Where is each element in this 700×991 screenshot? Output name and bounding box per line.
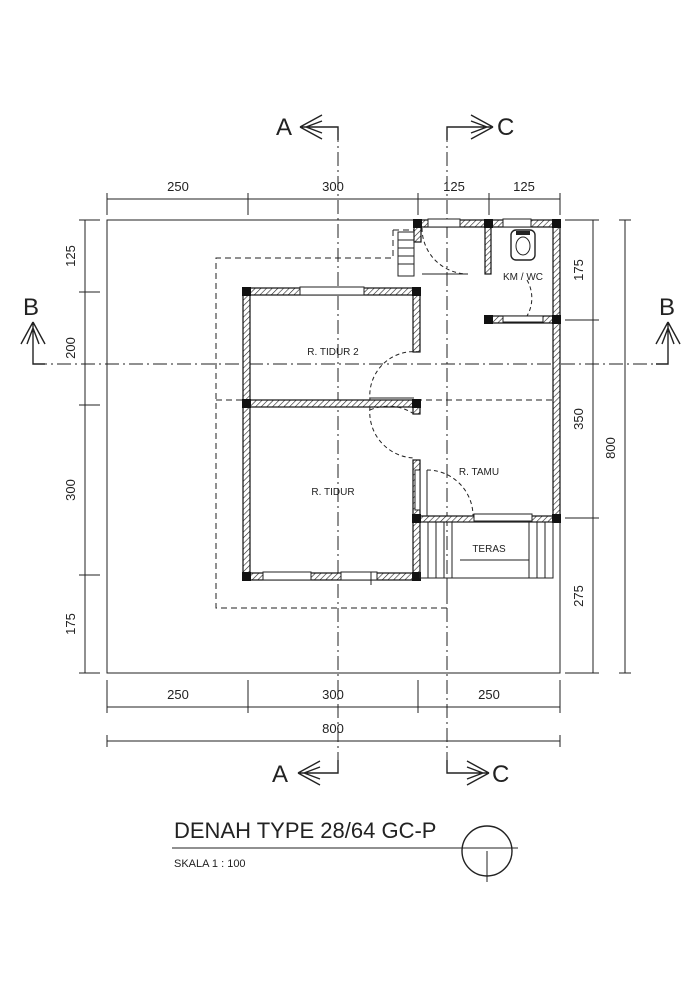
section-marker-b-left: B [20, 294, 46, 365]
doors [369, 227, 533, 585]
dimension-bottom: 250 300 250 800 [106, 680, 561, 747]
dim-top-3: 125 [443, 179, 465, 194]
dim-top-4: 125 [513, 179, 535, 194]
toilet-icon [510, 229, 536, 261]
dim-top-1: 250 [167, 179, 189, 194]
columns [242, 219, 561, 581]
section-marker-b-right: B [655, 294, 681, 365]
section-marker-c-bottom: C [446, 760, 509, 788]
room-label-bathroom: KM / WC [503, 272, 543, 283]
dim-left-2: 200 [63, 337, 78, 359]
dim-bottom-2: 300 [322, 687, 344, 702]
svg-text:A: A [276, 114, 292, 141]
dim-top-2: 300 [322, 179, 344, 194]
section-marker-a-top: A [276, 114, 339, 141]
dim-right-3: 275 [571, 585, 586, 607]
windows [262, 218, 544, 581]
dim-bottom-3: 250 [478, 687, 500, 702]
dim-right-2: 350 [571, 408, 586, 430]
dim-right-total: 800 [603, 437, 618, 459]
svg-text:C: C [492, 761, 509, 788]
dim-left-1: 125 [63, 245, 78, 267]
dim-left-4: 175 [63, 613, 78, 635]
north-arrow-icon [461, 825, 513, 882]
terrace-steps [419, 521, 554, 579]
svg-text:C: C [497, 114, 514, 141]
svg-text:B: B [659, 294, 675, 321]
dim-bottom-1: 250 [167, 687, 189, 702]
stairs-back [397, 231, 415, 277]
dim-bottom-total: 800 [322, 721, 344, 736]
room-label-bedroom: R. TIDUR [311, 487, 354, 498]
dimension-right: 175 350 275 800 [565, 219, 631, 674]
section-marker-c-top: C [446, 114, 514, 141]
drawing-title: DENAH TYPE 28/64 GC-P [174, 818, 436, 843]
room-label-bedroom-2: R. TIDUR 2 [307, 347, 359, 358]
dim-right-1: 175 [571, 259, 586, 281]
room-label-terrace: TERAS [472, 544, 506, 555]
dimension-top: 250 300 125 125 [106, 179, 561, 215]
drawing-scale: SKALA 1 : 100 [174, 858, 246, 870]
dim-left-3: 300 [63, 479, 78, 501]
svg-text:B: B [23, 294, 39, 321]
svg-text:A: A [272, 761, 288, 788]
room-label-living: R. TAMU [459, 467, 499, 478]
section-marker-a-bottom: A [272, 760, 339, 788]
dimension-left: 125 200 300 175 [63, 219, 100, 674]
